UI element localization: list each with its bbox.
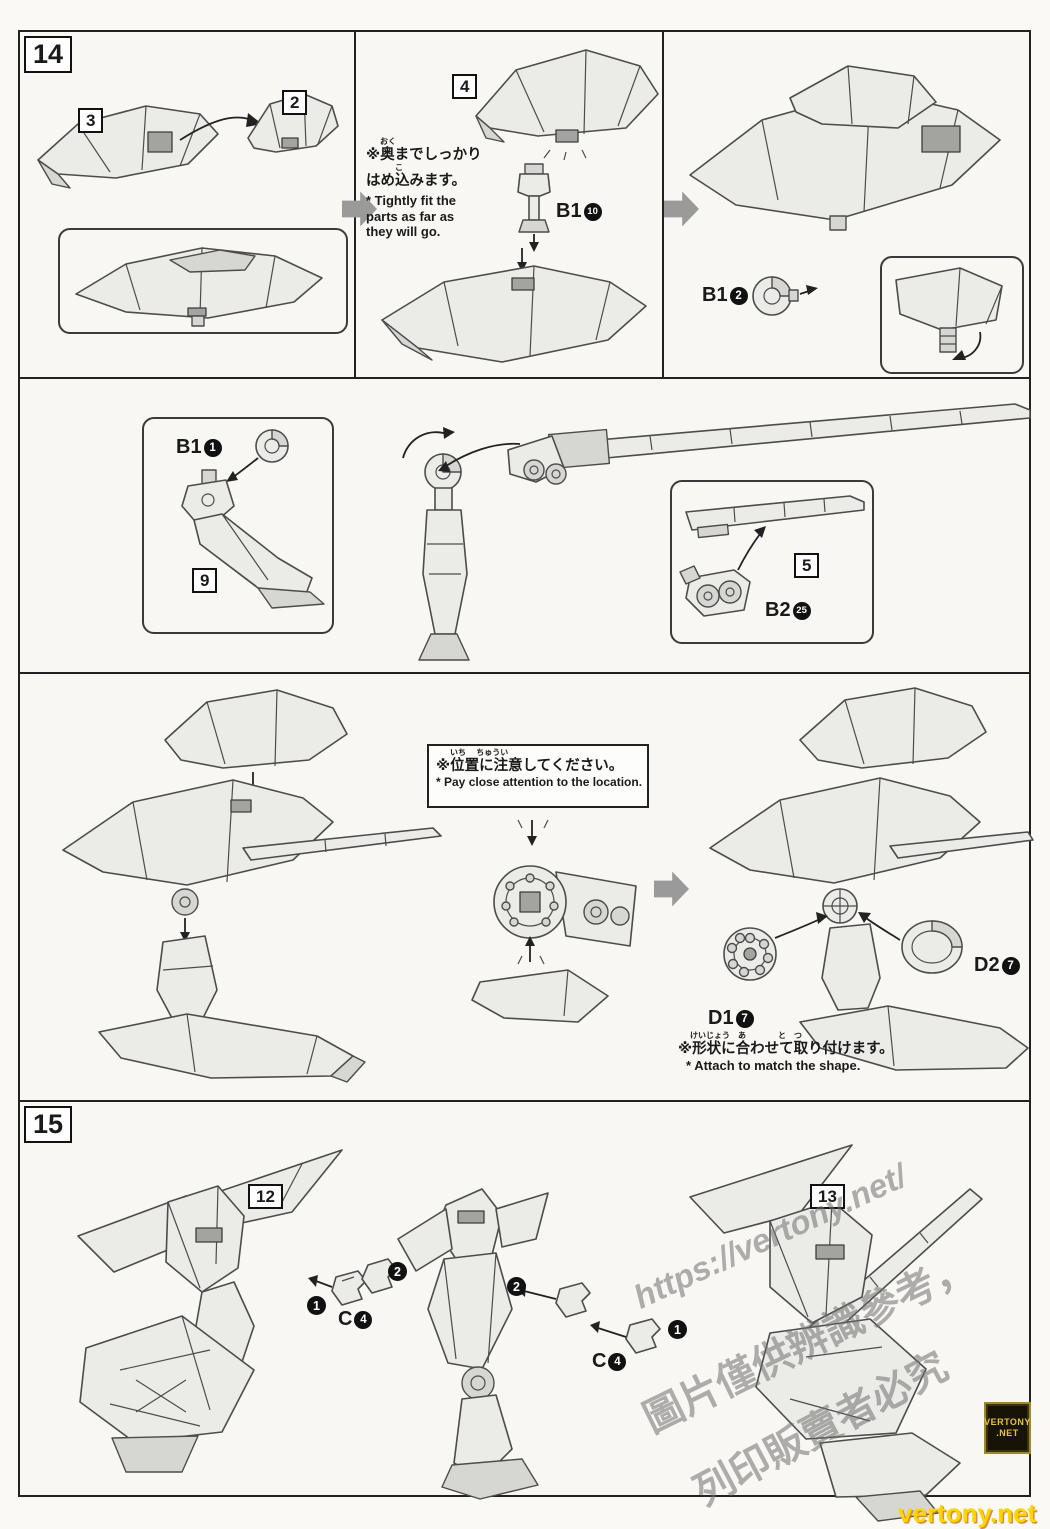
- illustration-oval-part-d2: [901, 920, 963, 974]
- illustration-ship-assembled-panelC: [689, 65, 1001, 231]
- note-shape: けいじょう あ と つ ※形状に合わせて取り付けます。 * Attach to …: [678, 1032, 894, 1074]
- illustration-location-detail: [471, 819, 637, 1023]
- illustration-beam-rifle: [438, 403, 1031, 485]
- part-code-b1: B1: [556, 200, 582, 222]
- part-circled-number-7: 7: [735, 1009, 754, 1028]
- illustration-clip-parts-middle: [516, 1282, 661, 1354]
- part-circled-number-1: 1: [203, 438, 222, 457]
- illustration-mech-middle: [397, 1188, 549, 1500]
- illustration-gear-part-d1: [723, 927, 777, 981]
- part-number-9: 9: [192, 568, 218, 593]
- furigana-oku: おく: [380, 137, 396, 146]
- divider-row2-row3: [19, 672, 1031, 674]
- divider-row3-row4: [19, 1100, 1031, 1102]
- vertony-badge: VERTONY .NET: [984, 1402, 1031, 1454]
- note-en-line2: parts as far as: [366, 208, 455, 224]
- note-en-line1: * Tightly fit the: [366, 193, 457, 209]
- panelC-detail-inset-box: [880, 256, 1024, 374]
- furigana-keijou: けいじょう あ と つ: [690, 1031, 802, 1040]
- part-code-b1: B1: [702, 284, 728, 306]
- row2-right-box: [670, 480, 874, 644]
- part-number-5: 5: [794, 553, 820, 578]
- vertony-badge-line2: .NET: [996, 1428, 1019, 1438]
- note-en-line3: they will go.: [366, 224, 441, 240]
- step-14-number: 14: [24, 36, 73, 73]
- illustration-disc-part-b1-1: [226, 429, 289, 482]
- divider-row1-row2: [19, 377, 1031, 379]
- illustration-clip-parts-left: [308, 1258, 397, 1306]
- note-shape-en: * Attach to match the shape.: [686, 1058, 861, 1074]
- part-code-c: C: [338, 1308, 353, 1330]
- illustration-arm-part-9: [181, 469, 325, 609]
- vertony-badge-line1: VERTONY: [984, 1417, 1031, 1428]
- callout-2: 2: [507, 1277, 526, 1296]
- divider-panelB-panelC: [662, 32, 664, 377]
- illustration-mech-right: [689, 1144, 983, 1522]
- illustration-assembly-left: [62, 689, 442, 1083]
- part-code-b2: B2: [765, 599, 791, 621]
- part-number-4: 4: [452, 74, 478, 99]
- footer-site-url: vertony.net: [898, 1498, 1037, 1528]
- note-jp-line1: ※奥までしっかり: [366, 147, 482, 163]
- part-circled-number-2: 2: [729, 286, 748, 305]
- part-number-3: 3: [78, 108, 104, 133]
- furigana-ko: こ: [395, 163, 403, 173]
- illustration-assembly-right: [709, 687, 1034, 1071]
- part-number-2: 2: [282, 90, 308, 115]
- panelA-result-box: [58, 228, 348, 334]
- illustration-rifle-section-part5: [679, 495, 865, 617]
- illustration-disc-part-b1-2: [752, 276, 818, 316]
- callout-1: 1: [668, 1320, 687, 1339]
- part-circled-number-7: 7: [1001, 956, 1020, 975]
- part-circled-number-4: 4: [354, 1310, 373, 1329]
- part-code-d2: D2: [974, 954, 1000, 976]
- note-location-jp: ※位置に注意してください。: [436, 758, 624, 774]
- note-jp-line2: はめ込みます。: [366, 173, 467, 190]
- illustration-canopy-part4: [475, 49, 659, 161]
- illustration-ship-assembled-small: [75, 247, 323, 327]
- part-circled-number-4: 4: [608, 1352, 627, 1371]
- step-15-number: 15: [24, 1106, 73, 1143]
- part-code-c: C: [592, 1350, 607, 1372]
- illustration-rotation-detail: [895, 267, 1003, 360]
- note-location-box: いち ちゅうい ※位置に注意してください。 * Pay close attent…: [427, 744, 649, 808]
- row2-left-box: [142, 417, 334, 634]
- callout-1: 1: [307, 1296, 326, 1315]
- illustration-hull-panelB: [381, 248, 647, 363]
- part-number-12: 12: [248, 1184, 283, 1209]
- callout-2: 2: [388, 1262, 407, 1281]
- note-location-en: * Pay close attention to the location.: [436, 775, 643, 790]
- part-number-13: 13: [810, 1184, 845, 1209]
- note-shape-jp: ※形状に合わせて取り付けます。: [678, 1041, 894, 1057]
- part-circled-number-10: 10: [583, 202, 602, 221]
- part-code-b1: B1: [176, 436, 202, 458]
- illustration-peg-part-b1-10: [517, 163, 551, 252]
- page-frame: 14 3 2 4: [18, 30, 1034, 1522]
- furigana-ichi-chuui: いち ちゅうい: [450, 748, 509, 757]
- note-fit-firmly: おく ※奥までしっかり こ はめ込みます。 * Tightly fit the …: [366, 137, 482, 240]
- part-circled-number-25: 25: [792, 601, 811, 620]
- part-code-d1: D1: [708, 1007, 734, 1029]
- illustration-arm-joint: [402, 427, 470, 661]
